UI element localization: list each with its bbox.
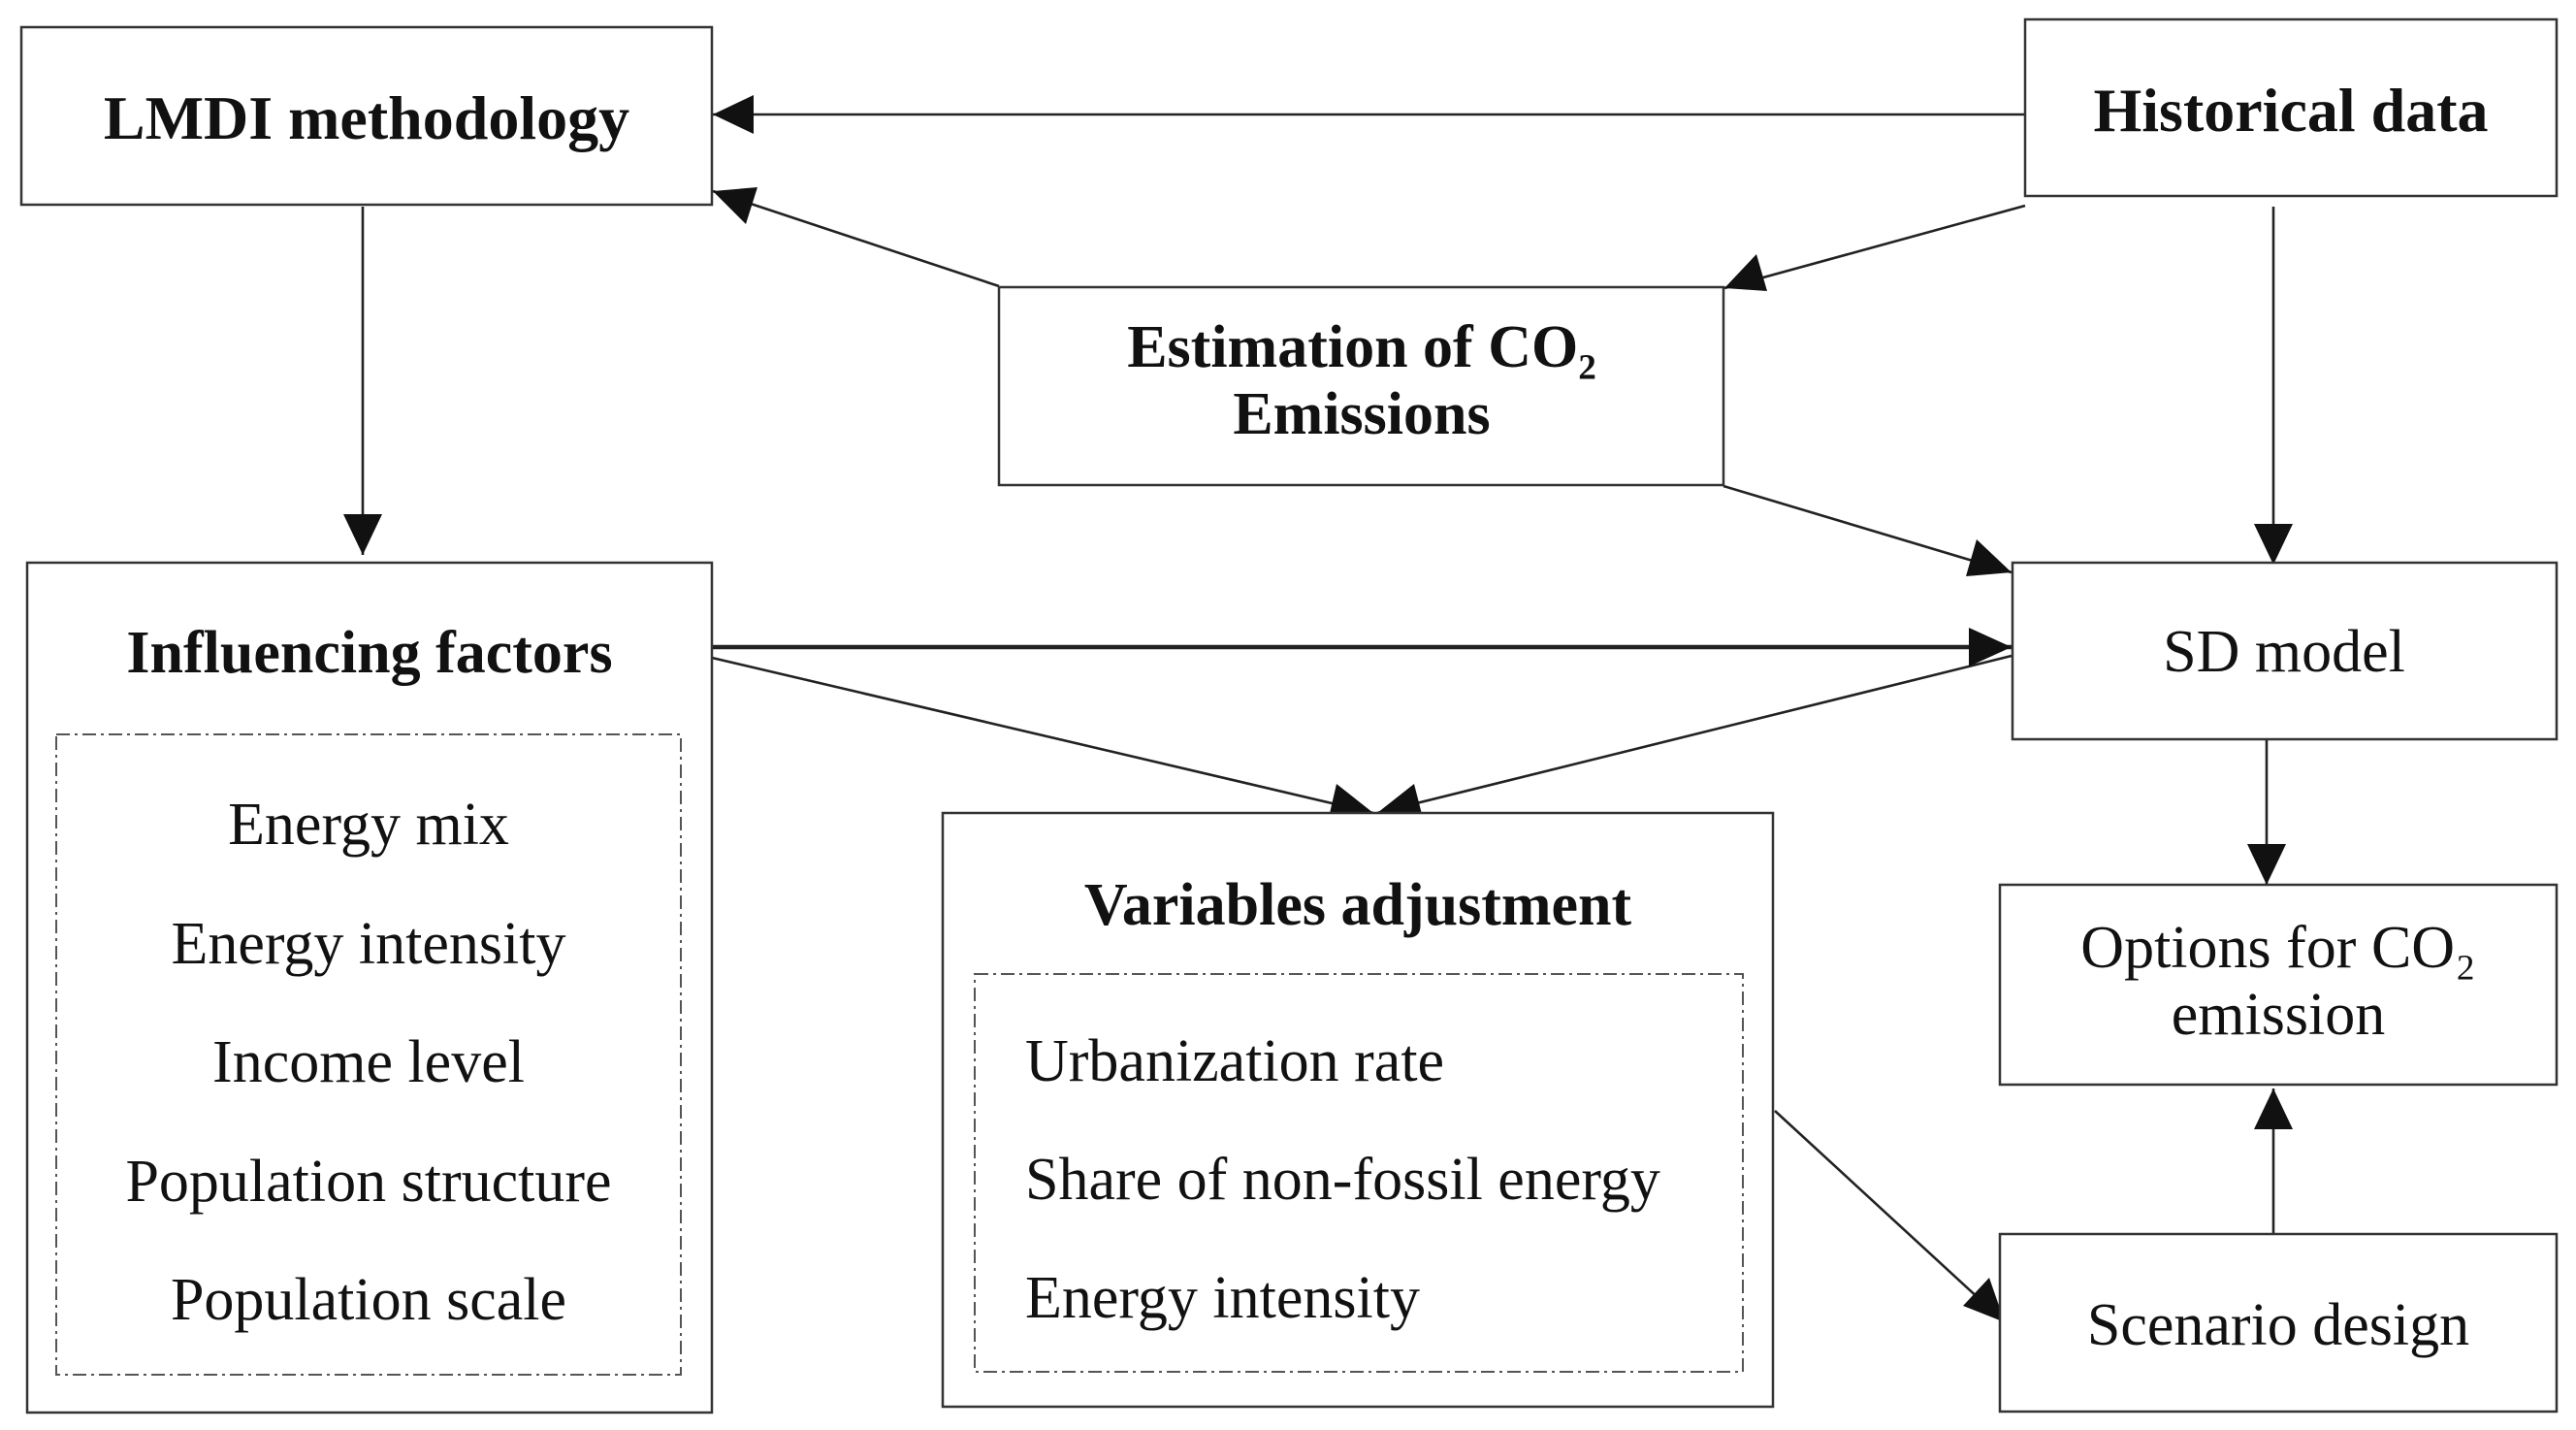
connectors — [361, 113, 2275, 1323]
arrowhead-estimation-from-historical — [1724, 254, 1767, 291]
node-variables-adjustment: Variables adjustment Urbanization rate S… — [941, 811, 1775, 1409]
arrowhead-lmdi-from-historical — [713, 95, 754, 134]
edge-historical-to-estimation — [1723, 204, 2026, 290]
arrowhead-influencing-from-lmdi — [343, 514, 382, 555]
arrowhead-sd-from-estimation — [1966, 539, 2012, 576]
influencing-factor-item: Income level — [212, 1029, 525, 1095]
sd-model-label: SD model — [2163, 619, 2405, 685]
arrowhead-options-from-sd — [2247, 844, 2286, 885]
node-sd-model: SD model — [2011, 561, 2559, 741]
influencing-factor-item: Energy intensity — [172, 911, 566, 977]
variables-adjustment-label: Variables adjustment — [1084, 872, 1632, 938]
edge-estimation-to-lmdi — [712, 189, 1000, 288]
arrowhead-scenario-from-variables — [1963, 1278, 2005, 1322]
influencing-factor-item: Population scale — [171, 1267, 566, 1333]
historical-data-label: Historical data — [2093, 76, 2488, 145]
node-estimation-co2-emissions: Estimation of CO₂ Emissions — [997, 285, 1725, 487]
edge-sd-to-variables — [1376, 654, 2012, 815]
node-historical-data: Historical data — [2023, 17, 2559, 198]
options-label-line1: Options for CO₂ — [2080, 915, 2475, 981]
variable-item: Energy intensity — [1025, 1265, 1420, 1331]
lmdi-methodology-label: LMDI methodology — [104, 83, 629, 152]
influencing-factors-label: Influencing factors — [126, 620, 612, 686]
node-options-co2-emission: Options for CO₂ emission — [1998, 883, 2559, 1087]
node-lmdi-methodology: LMDI methodology — [19, 25, 714, 207]
arrowheads — [343, 95, 2293, 1322]
node-scenario-design: Scenario design — [1998, 1232, 2559, 1414]
variables-adjustment-list-frame — [974, 973, 1744, 1373]
node-influencing-factors: Influencing factors Energy mix Energy in… — [25, 561, 714, 1414]
options-label-line2: emission — [2172, 982, 2385, 1048]
influencing-factors-list-frame — [55, 733, 682, 1376]
variable-item: Urbanization rate — [1025, 1028, 1444, 1094]
estimation-label-line1: Estimation of CO₂ — [1127, 314, 1596, 380]
edge-variables-to-scenario — [1774, 1110, 2006, 1323]
estimation-label-line2: Emissions — [1233, 381, 1490, 447]
influencing-factor-item: Population structure — [125, 1149, 611, 1215]
arrowhead-sd-from-influencing — [1969, 628, 2012, 666]
scenario-design-label: Scenario design — [2087, 1292, 2469, 1358]
edge-influencing-to-variables — [711, 656, 1374, 815]
arrowhead-options-from-scenario — [2254, 1089, 2293, 1129]
edge-estimation-to-sd — [1723, 484, 2012, 574]
arrowhead-sd-from-historical — [2254, 524, 2293, 565]
arrowhead-lmdi-from-estimation — [713, 187, 757, 224]
influencing-factor-item: Energy mix — [228, 792, 509, 858]
variable-item: Share of non-fossil energy — [1025, 1147, 1660, 1213]
